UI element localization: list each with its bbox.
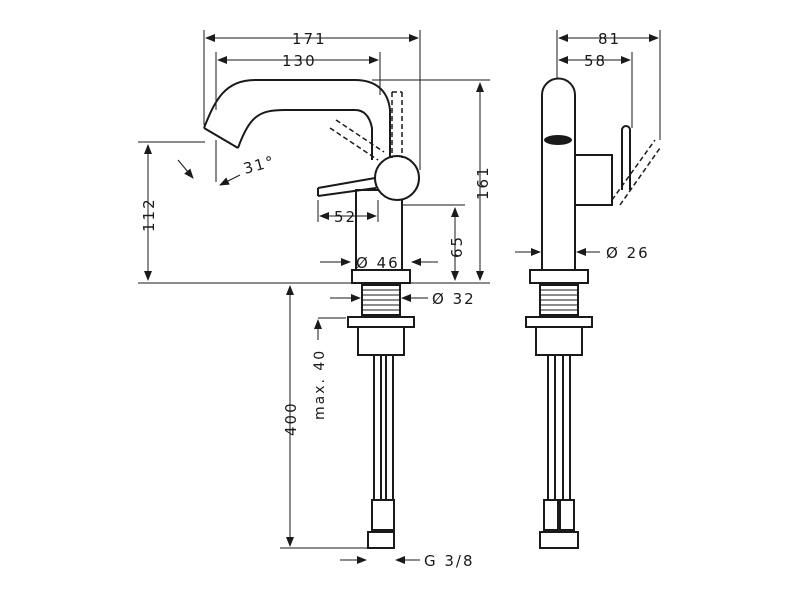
- label-81: 81: [598, 30, 621, 48]
- fixing-plate: [357, 326, 405, 356]
- side-dimensions: [138, 30, 490, 564]
- label-161: 161: [474, 165, 492, 200]
- lever-alt-position: [391, 91, 403, 158]
- front-hoses: [547, 355, 571, 500]
- label-130: 130: [282, 52, 317, 70]
- hose-connector: [367, 531, 395, 549]
- label-g38: G 3/8: [424, 552, 475, 570]
- dimension-labels: 171 130 31° 112 52 161 65 Ø 46 Ø 32 max.…: [140, 30, 650, 570]
- front-base: [529, 269, 589, 284]
- label-d46: Ø 46: [356, 254, 400, 272]
- label-d26: Ø 26: [606, 244, 650, 262]
- lever: [317, 177, 377, 197]
- label-angle: 31°: [241, 152, 277, 178]
- front-lever: [621, 125, 631, 190]
- fixing-nut: [347, 316, 415, 328]
- label-d32: Ø 32: [432, 290, 476, 308]
- spout-outlet: [544, 135, 572, 145]
- side-view: [138, 79, 490, 549]
- front-body: [541, 77, 576, 271]
- base-rosette: [351, 269, 411, 284]
- label-58: 58: [584, 52, 607, 70]
- lever-alt-diagonal: [329, 119, 385, 161]
- handle-hub: [374, 155, 420, 201]
- label-112: 112: [140, 197, 158, 232]
- hoses: [373, 355, 394, 500]
- front-handle-block: [574, 154, 613, 206]
- label-171: 171: [292, 30, 327, 48]
- label-400: 400: [282, 401, 300, 436]
- label-52: 52: [334, 208, 357, 226]
- front-view: [525, 77, 661, 549]
- hose-fitting: [371, 499, 395, 531]
- spout: [203, 79, 391, 160]
- label-max40: max. 40: [312, 349, 328, 420]
- front-lever-alt: [611, 139, 661, 206]
- front-dimensions: [515, 30, 661, 256]
- label-65: 65: [448, 235, 466, 258]
